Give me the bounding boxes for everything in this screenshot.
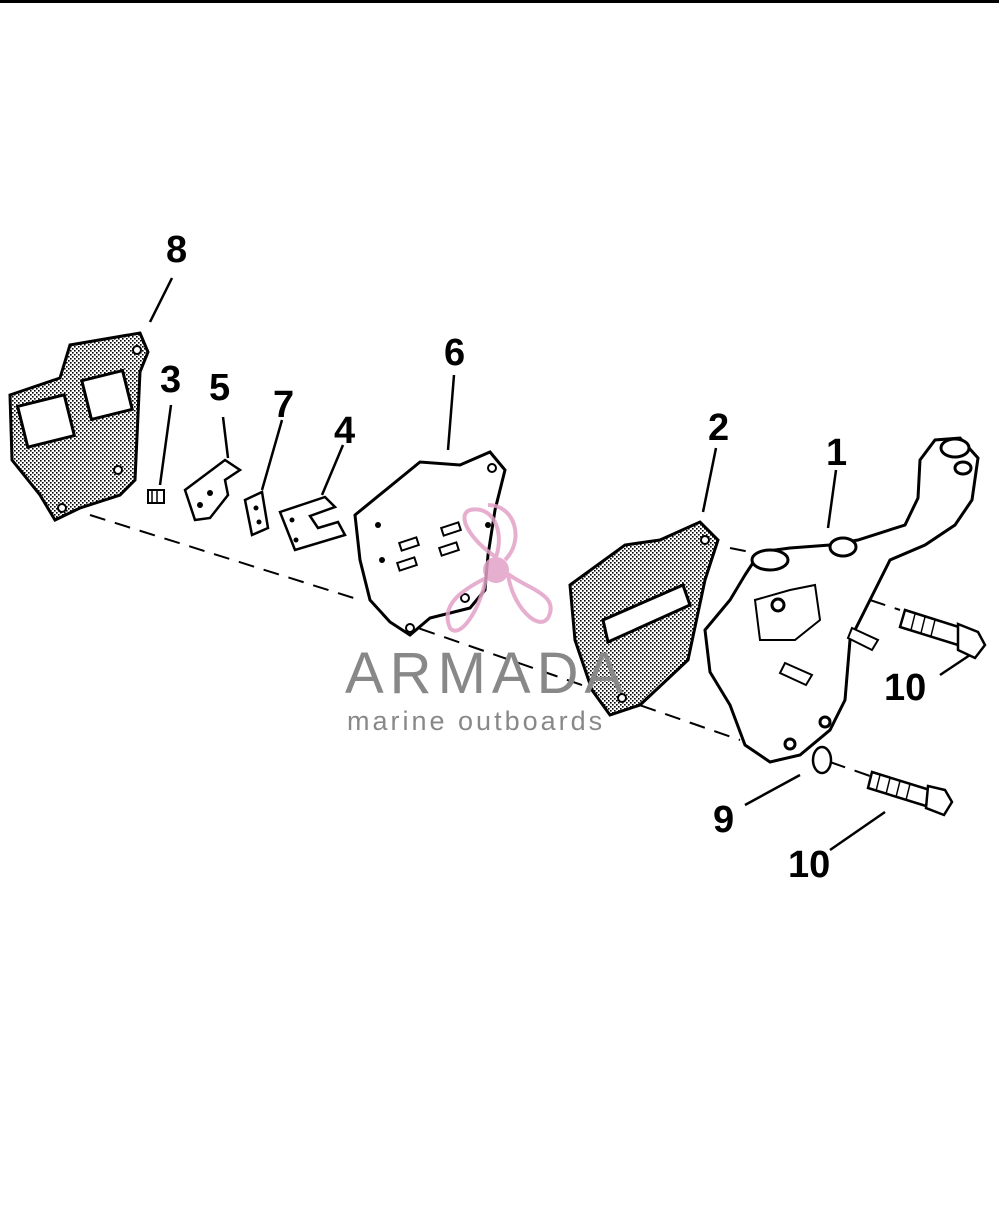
callout-7: 7 <box>273 384 294 426</box>
callout-4: 4 <box>334 410 355 452</box>
leader-9 <box>744 773 801 807</box>
callout-10-lower: 10 <box>788 844 830 886</box>
part-8-gasket <box>8 331 150 522</box>
leader-10-upper <box>939 653 971 677</box>
leader-6 <box>446 374 456 451</box>
part-9-washer <box>811 745 833 775</box>
axis-line-bolt-upper <box>869 599 901 611</box>
callout-2: 2 <box>708 407 729 449</box>
axis-line-upper-right <box>394 619 741 741</box>
callout-9: 9 <box>713 799 734 841</box>
part-1-manifold <box>703 436 980 764</box>
watermark-brand: ARMADA <box>345 641 629 706</box>
callout-10-upper: 10 <box>884 667 926 709</box>
callout-1: 1 <box>826 432 847 474</box>
propeller-logo <box>445 503 553 633</box>
part-4-reed-petal <box>278 495 347 552</box>
part-2-gasket <box>568 520 720 717</box>
callout-5: 5 <box>209 367 230 409</box>
manifold-studs <box>778 626 880 687</box>
callout-3: 3 <box>160 359 181 401</box>
part-10-bolt-upper <box>898 608 987 660</box>
leader-lines <box>148 277 971 852</box>
leader-5 <box>221 416 230 459</box>
leader-4 <box>320 444 345 496</box>
part-5-reed-stop <box>183 458 243 522</box>
part-10-bolt-lower <box>866 770 954 817</box>
leader-3 <box>158 404 173 486</box>
watermark-tagline: marine outboards <box>347 706 605 736</box>
part-7-plate <box>243 490 270 537</box>
axis-line-upper-left <box>89 514 361 601</box>
part-3-screw <box>147 489 165 504</box>
leader-7 <box>260 419 284 491</box>
axis-line-lower <box>829 761 871 777</box>
leader-8 <box>148 277 174 323</box>
leader-1 <box>826 469 838 529</box>
leader-2 <box>701 447 718 513</box>
callout-8: 8 <box>166 229 187 271</box>
leader-10-lower <box>829 810 886 852</box>
callout-6: 6 <box>444 332 465 374</box>
top-border-rule <box>0 0 999 3</box>
part-6-reed-plate <box>353 450 507 637</box>
